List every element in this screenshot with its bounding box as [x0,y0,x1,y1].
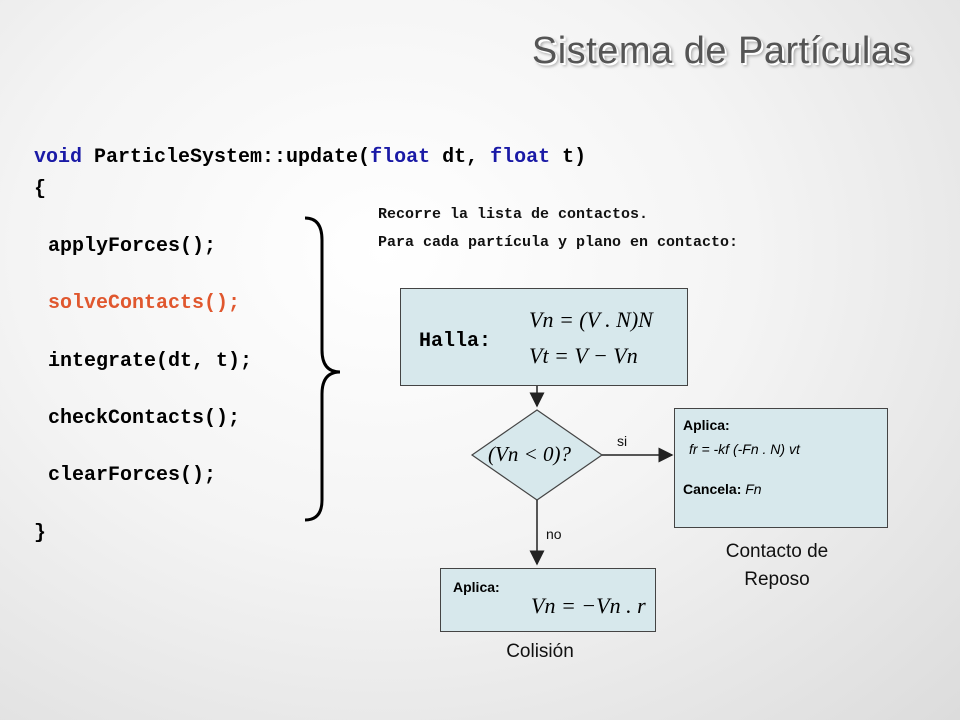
keyword-void: void [34,146,83,169]
slide-title: Sistema de Partículas [531,30,912,72]
collision-aplica-label: Aplica: [453,579,500,595]
code-line-check-contacts: checkContacts(); [48,407,241,430]
keyword-float-2: float [490,146,551,169]
code-close-brace: } [34,522,47,545]
rest-contact-caption: Contacto de Reposo [725,541,829,590]
note-line-2: Para cada partícula y plano en contacto: [378,234,739,251]
rest-aplica-label: Aplica: [683,417,730,433]
halla-label: Halla: [419,330,492,353]
curly-brace [304,216,341,522]
rest-cancela-value: Fn [745,481,762,497]
code-line-clear-forces: clearForces(); [48,464,217,487]
collision-box: Aplica: Vn = −Vn . r [440,568,656,632]
code-line-solve-contacts: solveContacts(); [48,292,241,315]
decision-condition: (Vn < 0)? [488,442,571,466]
no-label: no [546,526,562,542]
rest-cancela-label: Cancela: [683,481,742,497]
halla-equation-2: Vt = V − Vn [529,343,638,368]
arg-t: t) [550,146,587,169]
rest-friction-formula: fr = -kf (-Fn . N) vt [689,441,800,457]
halla-box: Halla: Vn = (V . N)N Vt = V − Vn [400,288,688,386]
code-line-integrate: integrate(dt, t); [48,350,253,373]
function-name: ParticleSystem::update( [82,146,371,169]
rest-cancela: Cancela: Fn [683,481,762,497]
collision-equation: Vn = −Vn . r [531,593,646,618]
arg-dt: dt, [430,146,491,169]
collision-caption: Colisión [506,641,574,662]
note-line-1: Recorre la lista de contactos. [378,206,649,223]
code-line-apply-forces: applyForces(); [48,235,217,258]
code-signature: void ParticleSystem::update(float dt, fl… [34,146,586,169]
yes-label: si [617,433,628,449]
rest-contact-box: Aplica: fr = -kf (-Fn . N) vt Cancela: F… [674,408,888,528]
code-open-brace: { [34,178,47,201]
halla-equation-1: Vn = (V . N)N [529,307,653,332]
keyword-float-1: float [370,146,431,169]
